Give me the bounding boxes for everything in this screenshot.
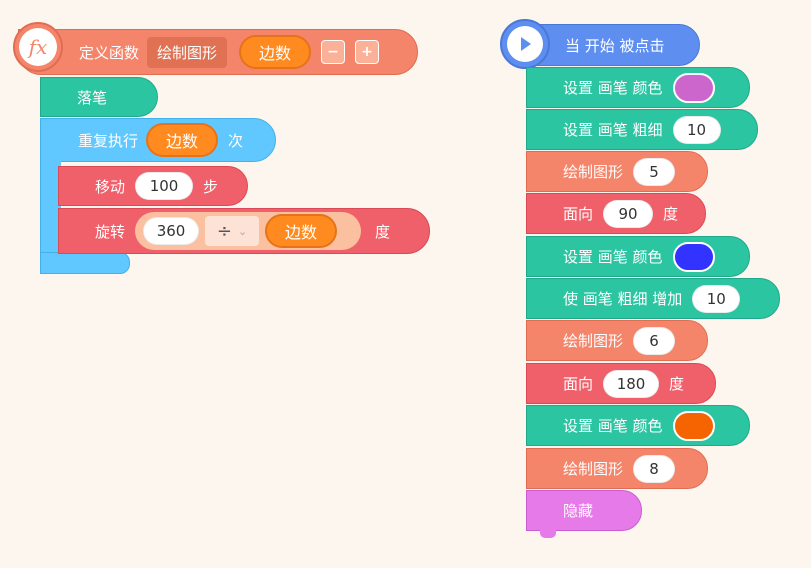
set-pen-color-label: 设置 画笔 颜色 [563,79,663,97]
define-function-label: 定义函数 [79,43,140,62]
draw-shape-block-2[interactable]: 绘制图形 6 [526,320,708,361]
color-swatch-orange[interactable] [672,410,715,441]
pen-down-label: 落笔 [77,88,108,107]
point-direction-block-2[interactable]: 面向 180 度 [526,363,716,404]
move-block[interactable]: 移动 100 步 [58,166,248,206]
direction-unit: 度 [669,375,685,393]
repeat-unit: 次 [228,131,244,150]
repeat-block-foot [40,252,130,274]
move-label: 移动 [95,177,126,196]
draw-shape-sides-input[interactable]: 5 [633,157,676,186]
hide-block[interactable]: 隐藏 [526,490,642,531]
pen-down-block[interactable]: 落笔 [40,77,158,117]
move-unit: 步 [203,177,219,196]
point-direction-label: 面向 [563,375,594,393]
set-pen-width-label: 设置 画笔 粗细 [563,121,663,139]
turn-block[interactable]: 旋转 360 ÷ ⌄ 边数 度 [58,208,430,254]
draw-shape-label: 绘制图形 [563,332,624,350]
direction-unit: 度 [663,205,679,223]
turn-divisor-pill[interactable]: 边数 [265,214,338,248]
set-pen-color-block-1[interactable]: 设置 画笔 颜色 [526,67,750,108]
pen-width-input[interactable]: 10 [672,115,721,144]
set-pen-color-block-2[interactable]: 设置 画笔 颜色 [526,236,750,277]
set-pen-color-label: 设置 画笔 颜色 [563,417,663,435]
define-function-block[interactable]: 定义函数 绘制图形 边数 − + [18,29,418,75]
repeat-count-pill[interactable]: 边数 [146,123,219,157]
point-direction-label: 面向 [563,205,594,223]
move-steps-input[interactable]: 100 [135,172,194,200]
fx-icon: fx [13,22,63,72]
draw-shape-label: 绘制图形 [563,460,624,478]
draw-shape-sides-input[interactable]: 6 [633,326,676,355]
divide-expression: 360 ÷ ⌄ 边数 [135,212,362,250]
chevron-down-icon: ⌄ [237,224,248,238]
turn-unit: 度 [375,222,391,241]
add-param-button[interactable]: + [355,40,380,64]
direction-input[interactable]: 90 [603,199,654,228]
operator-select[interactable]: ÷ ⌄ [205,216,260,246]
hide-block-notch [540,530,556,538]
function-param-pill[interactable]: 边数 [239,35,312,69]
draw-shape-block-3[interactable]: 绘制图形 8 [526,448,708,489]
draw-shape-block-1[interactable]: 绘制图形 5 [526,151,708,192]
play-icon [500,19,550,69]
turn-label: 旋转 [95,222,126,241]
change-pen-width-block[interactable]: 使 画笔 粗细 增加 10 [526,278,780,319]
hide-label: 隐藏 [563,502,594,520]
point-direction-block-1[interactable]: 面向 90 度 [526,193,706,234]
color-swatch-blue[interactable] [672,241,715,272]
divide-operator: ÷ [216,220,232,242]
draw-shape-sides-input[interactable]: 8 [633,454,676,483]
draw-shape-label: 绘制图形 [563,163,624,181]
turn-numerator-input[interactable]: 360 [143,217,200,245]
set-pen-color-block-3[interactable]: 设置 画笔 颜色 [526,405,750,446]
change-pen-width-label: 使 画笔 粗细 增加 [563,290,683,308]
pen-width-change-input[interactable]: 10 [692,284,741,313]
repeat-header: 重复执行 边数 次 [78,118,243,162]
when-start-label: 当 开始 被点击 [565,36,665,55]
set-pen-color-label: 设置 画笔 颜色 [563,248,663,266]
repeat-block-arm [40,160,61,258]
set-pen-width-block[interactable]: 设置 画笔 粗细 10 [526,109,758,150]
direction-input[interactable]: 180 [603,369,660,398]
remove-param-button[interactable]: − [321,40,346,64]
color-swatch-purple[interactable] [672,72,715,103]
repeat-label: 重复执行 [78,131,139,150]
function-name-field[interactable]: 绘制图形 [147,36,228,68]
when-start-clicked-block[interactable]: 当 开始 被点击 [526,24,700,66]
